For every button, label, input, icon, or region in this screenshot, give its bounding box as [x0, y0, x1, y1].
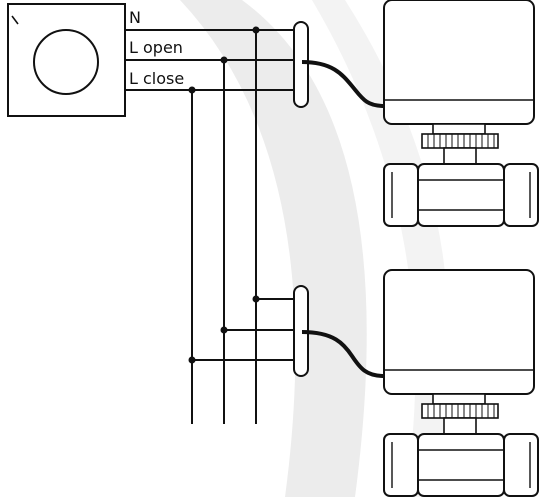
cable-bottom-path: [301, 330, 385, 378]
valve-stem: [443, 417, 477, 435]
label-l-close: L close: [129, 69, 184, 88]
cable-clamp-top: [293, 21, 309, 108]
dial-indicator: [11, 15, 19, 25]
actuator-knurled-ring: [421, 403, 499, 419]
label-l-open: L open: [129, 38, 183, 57]
junction-n-bottom: [252, 295, 260, 303]
junction-l-close-top: [188, 86, 196, 94]
cable-top-path: [301, 60, 385, 108]
actuator-coupling: [432, 123, 486, 135]
wire-labels: N L open L close: [129, 8, 184, 88]
valve-port-right: [503, 433, 539, 497]
junction-n-top: [252, 26, 260, 34]
junction-dots: [188, 26, 260, 364]
motorized-valve-actuator-icon: [383, 269, 539, 497]
valve-port-left: [383, 163, 419, 227]
junction-l-open-bottom: [220, 326, 228, 334]
junction-l-close-bottom: [188, 356, 196, 364]
label-n: N: [129, 8, 141, 27]
actuator-coupling: [432, 393, 486, 405]
actuator-knurled-ring: [421, 133, 499, 149]
thermostat: [7, 3, 126, 117]
actuator-housing: [383, 0, 535, 125]
junction-l-open-top: [220, 56, 228, 64]
valve-body: [417, 433, 505, 497]
rotary-dial-icon: [33, 29, 99, 95]
wiring: [125, 29, 302, 424]
actuator-housing: [383, 269, 535, 395]
valve-port-right: [503, 163, 539, 227]
valve-port-left: [383, 433, 419, 497]
valve-body: [417, 163, 505, 227]
cable-top: [293, 21, 385, 108]
cable-bottom: [293, 285, 385, 378]
valve-stem: [443, 147, 477, 165]
motorized-valve-actuator-icon: [383, 0, 539, 227]
